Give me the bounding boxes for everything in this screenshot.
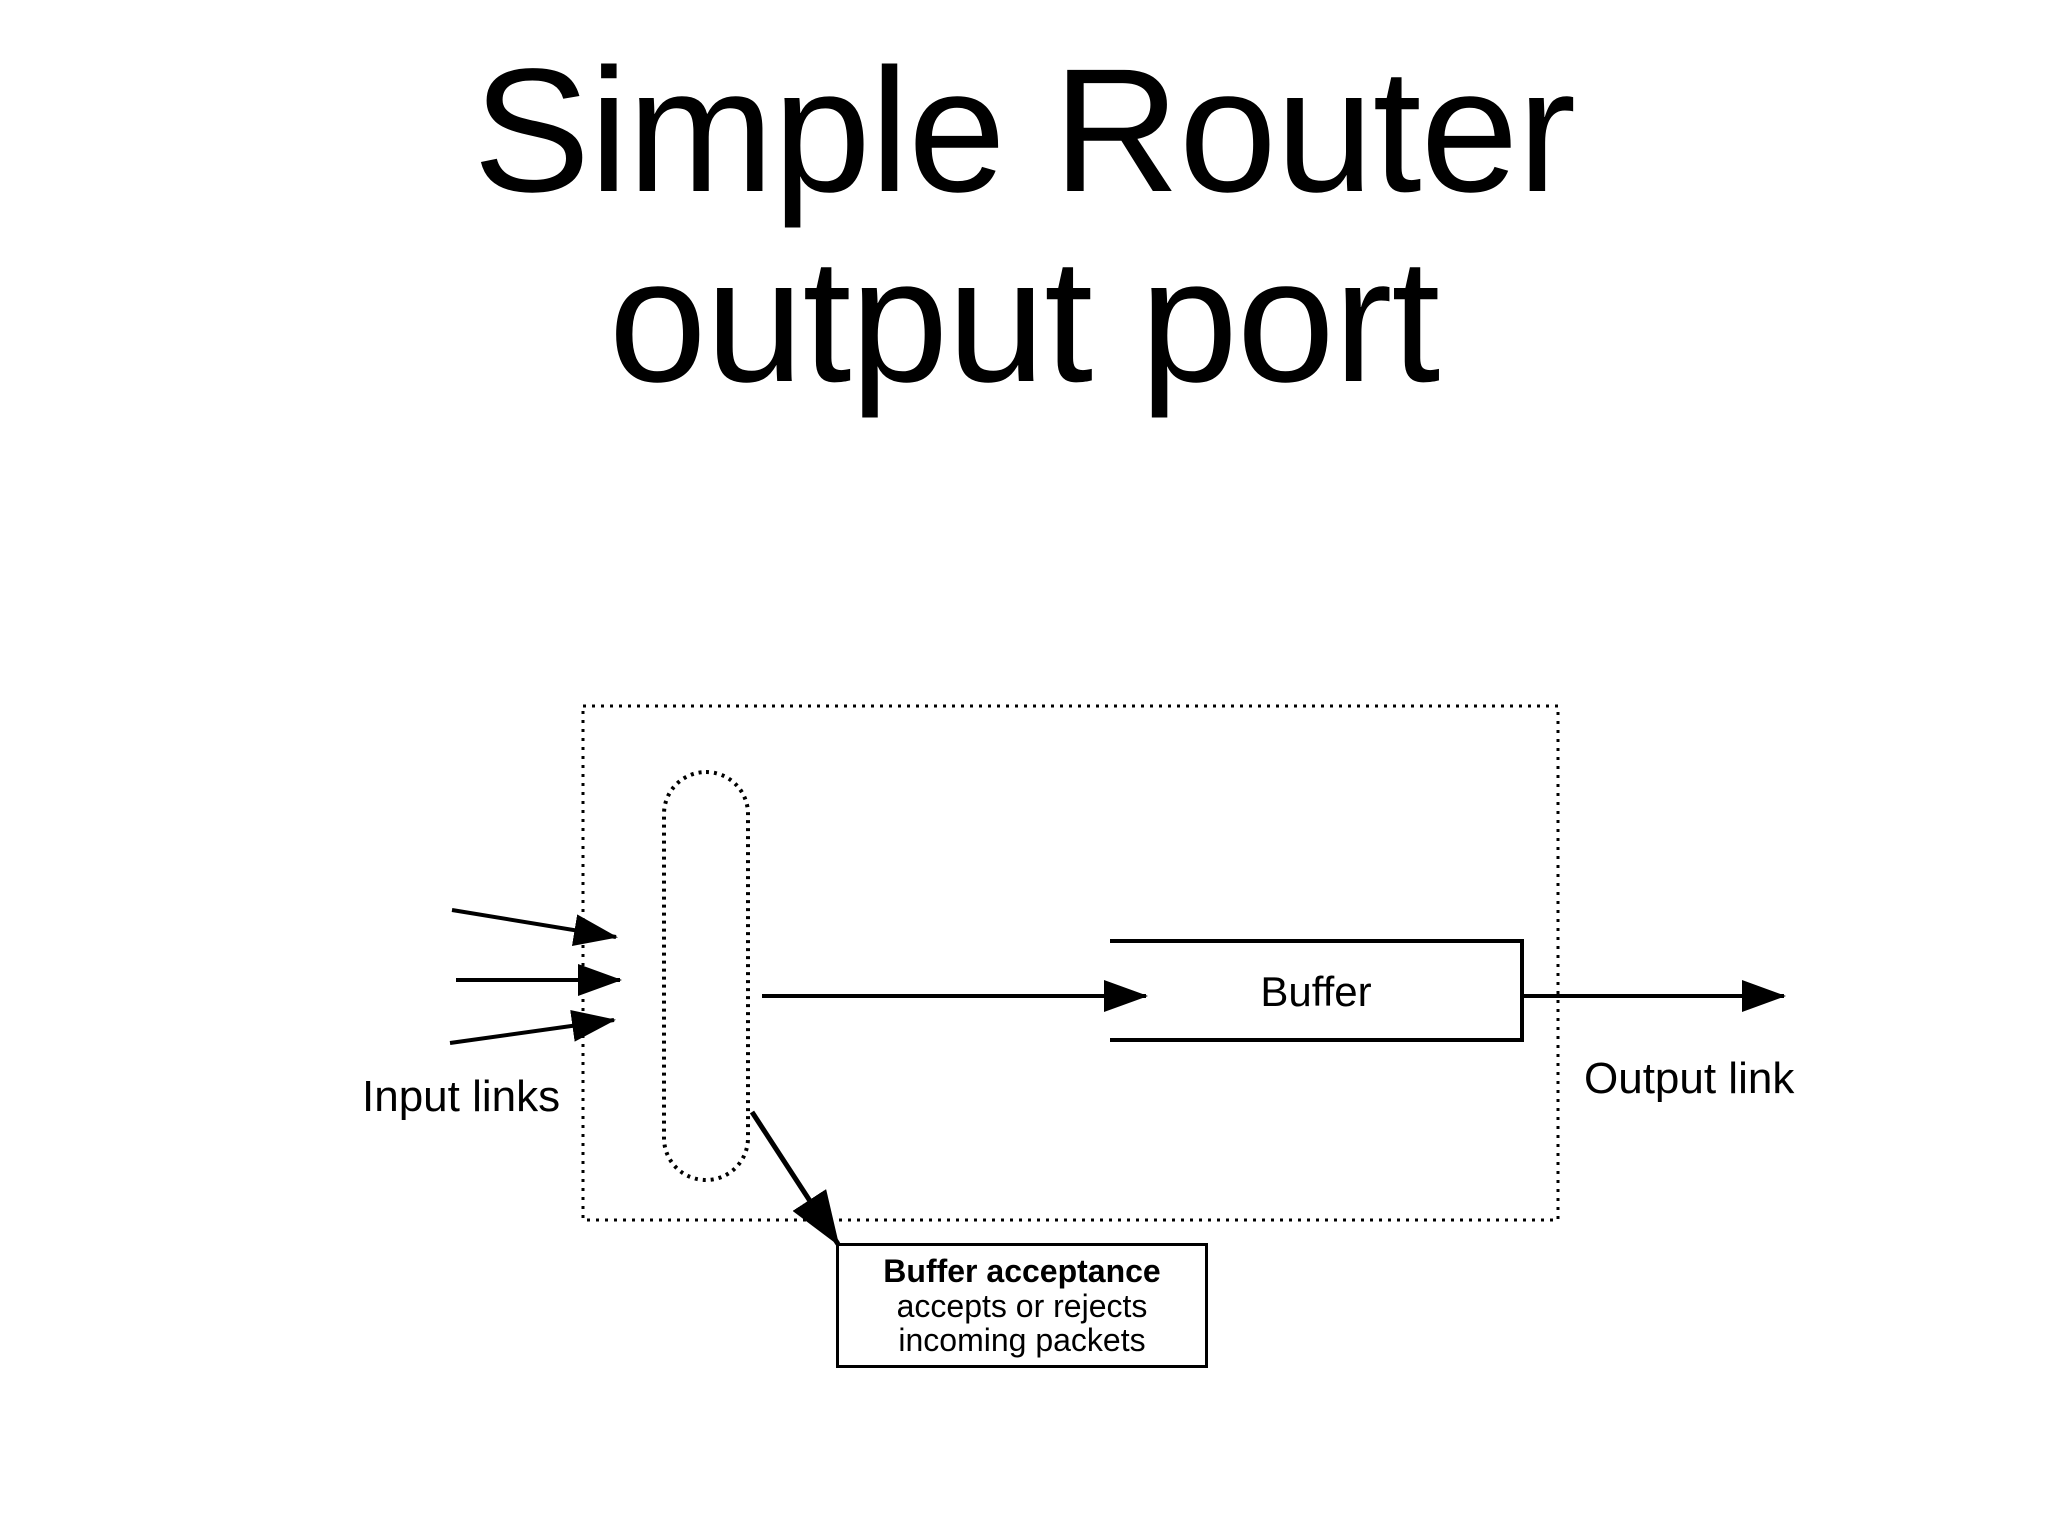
buffer-box (1110, 939, 1524, 1042)
buffer-label: Buffer (1260, 968, 1372, 1015)
callout-leader-arrow (749, 1110, 841, 1247)
input-links-label: Input links (362, 1072, 561, 1121)
packet-classifier-shape (662, 770, 750, 1182)
router-boundary (581, 704, 1560, 1222)
input-link-arrow-3 (449, 1009, 616, 1045)
callout-line-2: accepts or rejects (896, 1287, 1148, 1324)
input-link-arrow-1 (451, 908, 618, 946)
output-link-label: Output link (1584, 1054, 1795, 1103)
callout-line-3: incoming packets (898, 1322, 1146, 1359)
page-title: Simple Router output port (0, 36, 2048, 416)
callout-title: Buffer acceptance (883, 1253, 1161, 1289)
title-line-2: output port (608, 223, 1441, 420)
buffer-acceptance-callout: Buffer acceptance accepts or rejects inc… (836, 1243, 1208, 1368)
title-line-1: Simple Router (472, 33, 1576, 229)
